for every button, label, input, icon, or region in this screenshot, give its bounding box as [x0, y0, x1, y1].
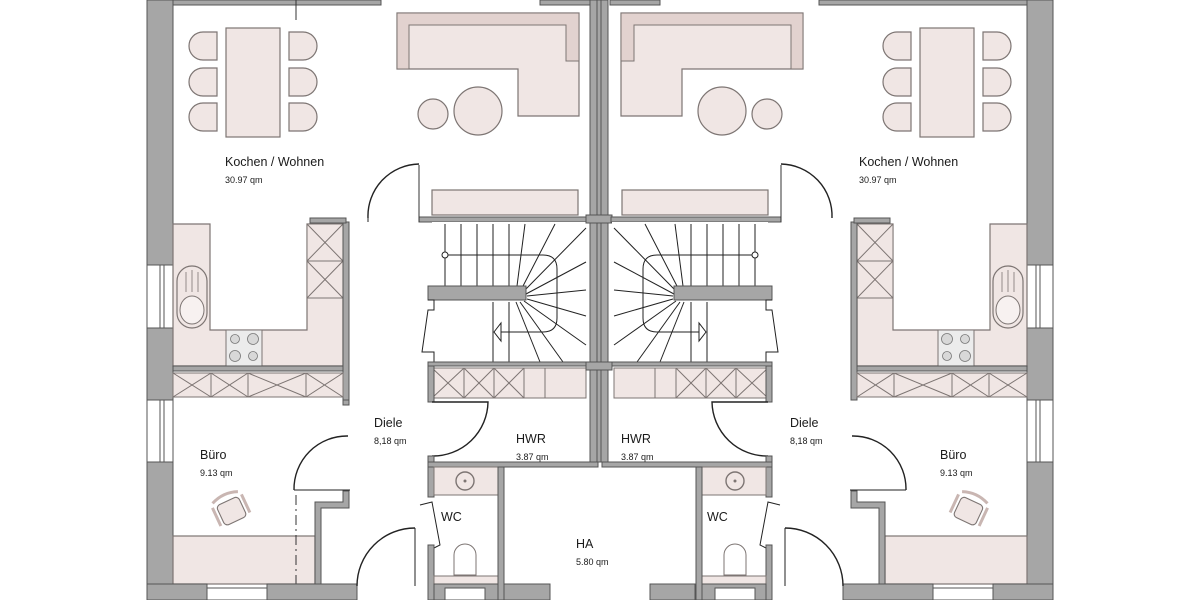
door-hwr-left: [431, 401, 489, 457]
room-area: 9.13 qm: [200, 468, 233, 478]
room-name: HA: [576, 537, 594, 551]
room-name: Diele: [790, 416, 819, 430]
room-label-hall-right: Diele 8,18 qm: [790, 414, 823, 446]
room-area: 8,18 qm: [790, 436, 823, 446]
room-label-utility-left: HWR 3.87 qm: [516, 430, 549, 462]
side-table-left: [417, 98, 449, 130]
room-name: Kochen / Wohnen: [859, 155, 959, 169]
left-unit: [146, 0, 599, 600]
room-label-ha: HA 5.80 qm: [576, 535, 609, 567]
room-label-office-left: Büro 9.13 qm: [200, 446, 233, 478]
door-living-left: [367, 163, 420, 219]
hwr-cabinets-left: [431, 367, 587, 399]
room-label-wc-left: WC: [441, 508, 462, 526]
office-desk-left: [172, 535, 316, 585]
room-label-office-right: Büro 9.13 qm: [940, 446, 973, 478]
room-area: 30.97 qm: [225, 175, 263, 185]
office-chair-left: [211, 490, 252, 527]
room-label-hall-left: Diele 8,18 qm: [374, 414, 407, 446]
staircase-left: [421, 222, 589, 367]
kitchen-left: [172, 223, 344, 367]
room-name: HWR: [621, 432, 651, 446]
door-office-left: [293, 435, 349, 491]
coffee-table-left: [453, 86, 503, 136]
room-label-kitchen-living-right: Kochen / Wohnen 30.97 qm: [859, 153, 958, 185]
room-name: Diele: [374, 416, 403, 430]
room-label-kitchen-living-left: Kochen / Wohnen 30.97 qm: [225, 153, 324, 185]
room-area: 30.97 qm: [859, 175, 897, 185]
room-name: Kochen / Wohnen: [225, 155, 325, 169]
room-label-wc-right: WC: [707, 508, 728, 526]
room-name: Büro: [200, 448, 227, 462]
sideboard-left: [431, 189, 579, 216]
wall-cabinets-left: [172, 372, 344, 398]
room-area: 5.80 qm: [576, 557, 609, 567]
right-unit: [601, 0, 1054, 600]
dining-chairs-left: [188, 31, 318, 132]
room-label-utility-right: HWR 3.87 qm: [621, 430, 654, 462]
room-name: HWR: [516, 432, 546, 446]
room-name: Büro: [940, 448, 967, 462]
room-area: 9.13 qm: [940, 468, 973, 478]
dining-table-left: [225, 27, 281, 138]
room-name: WC: [707, 510, 728, 524]
party-wall: [589, 0, 609, 463]
sofa-left: [396, 12, 580, 117]
wc-left: [419, 466, 505, 600]
room-area: 3.87 qm: [621, 452, 654, 462]
room-area: 8,18 qm: [374, 436, 407, 446]
door-entrance-left: [356, 527, 416, 587]
room-name: WC: [441, 510, 462, 524]
room-area: 3.87 qm: [516, 452, 549, 462]
